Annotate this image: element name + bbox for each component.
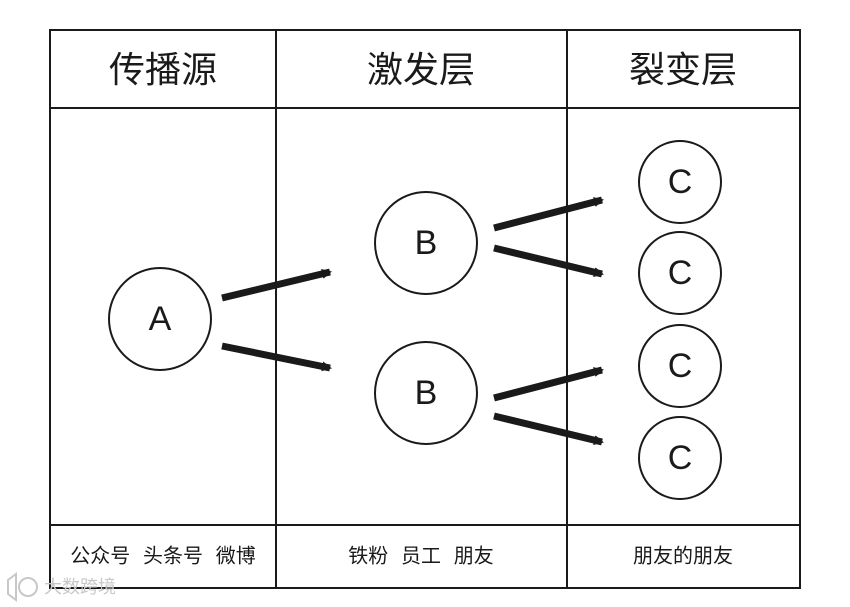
node-c1-label: C	[668, 163, 693, 201]
node-c4-label: C	[668, 439, 693, 477]
column-footer-fission-layer: 朋友的朋友	[633, 544, 733, 568]
column-header-trigger-layer: 激发层	[367, 50, 475, 91]
node-a-circle	[108, 267, 212, 371]
node-b2-circle	[374, 341, 478, 445]
arrow-a-to-b2	[221, 342, 332, 372]
node-b2: B	[374, 341, 478, 445]
watermark-text: 大数跨境	[44, 577, 116, 598]
arrow-b2-to-c4	[493, 412, 604, 446]
node-c3-label: C	[668, 347, 693, 385]
arrow-a-to-b1	[221, 268, 332, 302]
watermark-logo-icon	[7, 572, 38, 602]
node-b1-label: B	[415, 224, 438, 262]
arrow-b1-to-c2	[493, 244, 604, 278]
table-frame	[49, 29, 801, 589]
node-a-label: A	[149, 300, 172, 338]
node-c2-label: C	[668, 254, 693, 292]
node-c1-circle	[638, 140, 722, 224]
column-header-source: 传播源	[109, 50, 217, 91]
node-c4: C	[638, 416, 722, 500]
column-header-fission-layer: 裂变层	[629, 50, 737, 91]
node-b2-label: B	[415, 374, 438, 412]
node-a: A	[108, 267, 212, 371]
arrow-b2-to-c3	[493, 366, 604, 402]
arrow-b1-to-c1	[493, 196, 604, 232]
column-footer-trigger-layer: 铁粉 员工 朋友	[348, 544, 493, 568]
table-border	[49, 29, 801, 589]
arrows	[221, 196, 604, 446]
column-footer-source: 公众号 头条号 微博	[70, 544, 255, 568]
node-b1: B	[374, 191, 478, 295]
watermark: 大数跨境	[7, 572, 116, 602]
node-b1-circle	[374, 191, 478, 295]
node-c3: C	[638, 324, 722, 408]
node-c2-circle	[638, 231, 722, 315]
node-c3-circle	[638, 324, 722, 408]
node-c4-circle	[638, 416, 722, 500]
node-c1: C	[638, 140, 722, 224]
node-c2: C	[638, 231, 722, 315]
